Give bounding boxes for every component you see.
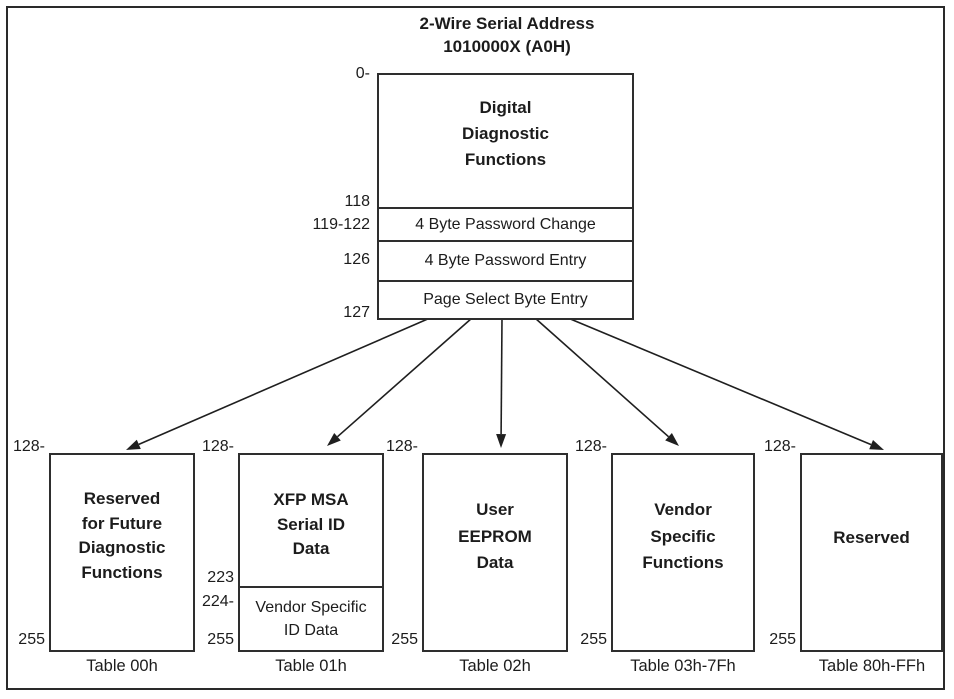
table-80h-ffh-line-1: Reserved bbox=[833, 528, 910, 547]
addr-label-126: 126 bbox=[343, 251, 370, 268]
table-80h-ffh-addr-bottom: 255 bbox=[769, 631, 796, 648]
table-01h-box: XFP MSA Serial ID Data Vendor Specific I… bbox=[238, 453, 384, 652]
ddf-line-2: Diagnostic bbox=[462, 124, 549, 143]
table-80h-ffh-box: Reserved bbox=[800, 453, 943, 652]
table-03h-7fh-caption: Table 03h-7Fh bbox=[630, 657, 736, 675]
diagram-title: 2-Wire Serial Address 1010000X (A0H) bbox=[327, 12, 687, 58]
table-00h-box: Reserved for Future Diagnostic Functions bbox=[49, 453, 195, 652]
table-00h-line-1: Reserved bbox=[83, 489, 161, 508]
arrow-to-table-01h bbox=[327, 317, 473, 446]
table-01h-addr-bottom: 255 bbox=[207, 631, 234, 648]
table-01h-serial-id-section: XFP MSA Serial ID Data bbox=[240, 455, 382, 586]
table-80h-ffh-addr-top: 128- bbox=[763, 438, 796, 455]
arrow-to-table-02h bbox=[496, 317, 507, 448]
arrow-to-table-00h bbox=[126, 317, 431, 450]
table-01h-sub-line-1: Vendor Specific bbox=[255, 599, 367, 616]
section-password-change: 4 Byte Password Change bbox=[379, 207, 632, 240]
table-01h-sub-line-2: ID Data bbox=[283, 622, 339, 639]
table-01h-addr-224: 224- bbox=[201, 593, 234, 610]
table-02h-line-1: User bbox=[476, 500, 514, 519]
section-digital-diagnostic-functions: Digital Diagnostic Functions bbox=[379, 75, 632, 207]
table-03h-7fh-line-3: Functions bbox=[642, 553, 724, 572]
table-02h-addr-bottom: 255 bbox=[391, 631, 418, 648]
table-01h-addr-223: 223 bbox=[207, 569, 234, 586]
table-00h-line-2: for Future bbox=[81, 513, 163, 533]
main-box-a0h: Digital Diagnostic Functions 4 Byte Pass… bbox=[377, 73, 634, 320]
arrow-to-table-03h-7fh bbox=[534, 317, 679, 446]
table-00h-line-3: Diagnostic bbox=[78, 538, 166, 557]
diagram-border bbox=[6, 6, 945, 690]
table-00h-addr-top: 128- bbox=[12, 438, 45, 455]
table-02h-addr-top: 128- bbox=[385, 438, 418, 455]
addr-label-118: 118 bbox=[344, 193, 370, 210]
table-01h-vendor-id-section: Vendor Specific ID Data bbox=[240, 586, 382, 642]
section-password-entry: 4 Byte Password Entry bbox=[379, 240, 632, 280]
table-03h-7fh-line-1: Vendor bbox=[654, 500, 712, 519]
table-80h-ffh-caption: Table 80h-FFh bbox=[818, 657, 926, 675]
addr-label-119-122: 119-122 bbox=[312, 216, 370, 233]
table-02h-line-2: EEPROM bbox=[458, 526, 532, 546]
table-01h-line-2: Serial ID bbox=[276, 514, 346, 534]
ddf-line-1: Digital bbox=[479, 98, 532, 117]
table-02h-caption: Table 02h bbox=[459, 657, 531, 675]
table-01h-caption: Table 01h bbox=[275, 657, 347, 675]
table-03h-7fh-addr-top: 128- bbox=[574, 438, 607, 455]
table-02h-box: User EEPROM Data bbox=[422, 453, 568, 652]
table-02h-line-3: Data bbox=[476, 553, 514, 572]
title-line-2: 1010000X (A0H) bbox=[443, 37, 571, 56]
title-line-1: 2-Wire Serial Address bbox=[419, 14, 595, 33]
table-03h-7fh-addr-bottom: 255 bbox=[580, 631, 607, 648]
table-00h-caption: Table 00h bbox=[86, 657, 158, 675]
table-01h-line-3: Data bbox=[292, 539, 330, 558]
table-03h-7fh-box: Vendor Specific Functions bbox=[611, 453, 755, 652]
arrow-to-table-80h-ffh bbox=[567, 317, 884, 450]
table-03h-7fh-line-2: Specific bbox=[650, 526, 716, 546]
table-01h-addr-top: 128- bbox=[201, 438, 234, 455]
table-01h-line-1: XFP MSA bbox=[273, 490, 349, 509]
ddf-line-3: Functions bbox=[464, 150, 547, 169]
addr-label-0: 0- bbox=[355, 65, 370, 82]
table-00h-addr-bottom: 255 bbox=[18, 631, 45, 648]
addr-label-127: 127 bbox=[343, 304, 370, 321]
table-00h-line-4: Functions bbox=[81, 562, 163, 582]
section-page-select: Page Select Byte Entry bbox=[379, 280, 632, 318]
